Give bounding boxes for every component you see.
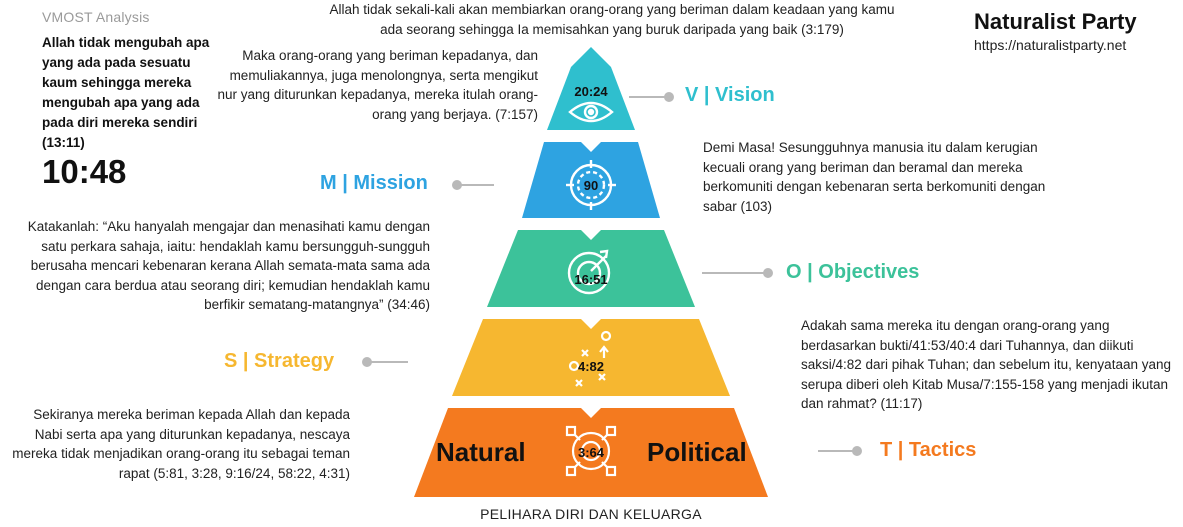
play-diagram-icon (568, 330, 612, 387)
quote-objectives: Katakanlah: “Aku hanyalah mengajar dan m… (27, 219, 430, 312)
level-tactics (414, 408, 768, 497)
base-label-political: Political (647, 437, 747, 467)
label-mission: M | Mission (320, 172, 428, 194)
eye-icon (568, 101, 614, 123)
mission-ref: 90 (583, 178, 599, 193)
label-vision: V | Vision (685, 84, 775, 106)
quote-vision: Maka orang-orang yang beriman kepadanya,… (217, 48, 538, 122)
label-tactics: T | Tactics (880, 439, 977, 461)
quote-strategy: Adakah sama mereka itu dengan orang-oran… (801, 318, 1171, 411)
level-strategy (452, 319, 730, 396)
quote-mission: Demi Masa! Sesungguhnya manusia itu dala… (703, 140, 1046, 214)
quote-tactics: Sekiranya mereka beriman kepada Allah da… (12, 407, 350, 481)
strategy-ref: 4:82 (577, 359, 605, 374)
brand-name: Naturalist Party (974, 9, 1137, 34)
app-label: VMOST Analysis (42, 9, 150, 25)
objectives-ref: 16:51 (574, 272, 608, 287)
label-strategy: S | Strategy (224, 350, 335, 372)
brand-url[interactable]: https://naturalistparty.net (974, 37, 1127, 53)
clock: 10:48 (42, 153, 127, 190)
level-vision (547, 47, 635, 130)
vision-ref: 20:24 (574, 84, 608, 99)
top-quote: Allah tidak mengubah apa yang ada pada s… (42, 35, 210, 150)
base-label-natural: Natural (436, 437, 526, 467)
level-mission (522, 142, 660, 218)
level-objectives (487, 230, 695, 307)
label-objectives: O | Objectives (786, 261, 920, 283)
tactics-ref: 3:64 (577, 445, 605, 460)
network-icon (565, 425, 617, 477)
footer-caption: PELIHARA DIRI DAN KELUARGA (480, 506, 702, 522)
quote-top-center: Allah tidak sekali-kali akan membiarkan … (329, 2, 895, 37)
crosshair-icon (566, 160, 616, 210)
target-arrow-icon (567, 249, 611, 295)
